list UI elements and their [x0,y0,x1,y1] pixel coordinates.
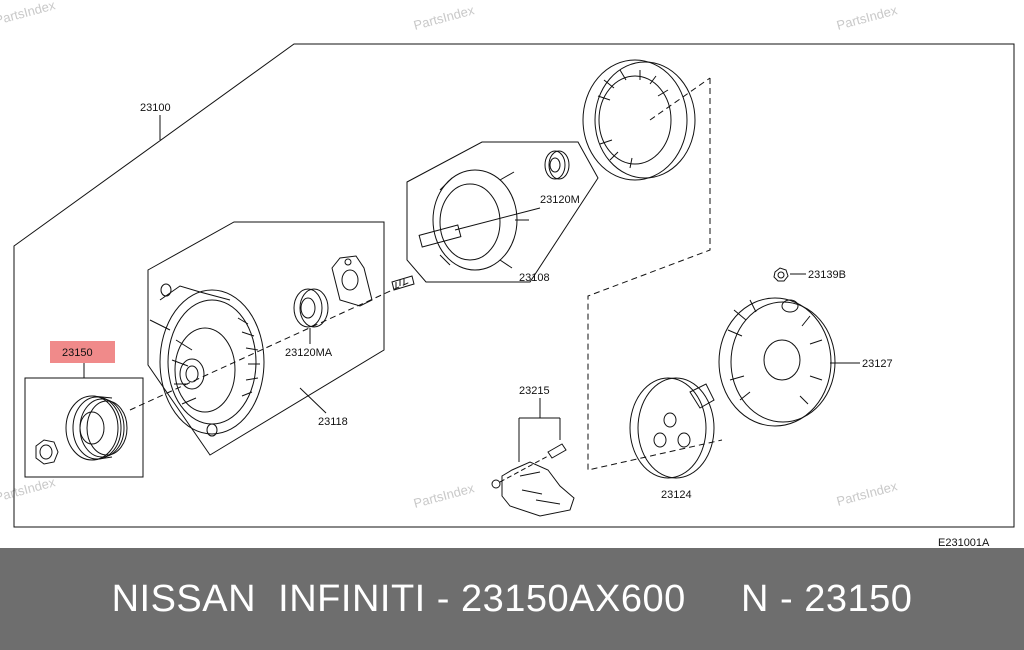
axis-line [499,455,549,483]
rotor [418,169,541,271]
label-23124: 23124 [661,489,692,501]
label-23150: 23150 [62,347,93,359]
cover-nut [773,267,789,282]
rectifier [629,377,715,479]
label-23100: 23100 [140,102,171,114]
watermark: PartsIndex [412,480,476,511]
watermark: PartsIndex [835,2,899,33]
part-info-footer: NISSAN INFINITI - 23150AX600 N - 23150 [0,548,1024,650]
front-bearing [293,288,329,328]
retainer-screw [391,275,415,291]
watermark: PartsIndex [0,474,57,505]
label-23215: 23215 [519,385,550,397]
label-23139B: 23139B [808,269,846,281]
rotor-box [406,141,599,283]
label-23118: 23118 [318,416,348,428]
stator [582,59,696,181]
axis-line [129,281,411,411]
diagram-code: E231001A [938,537,990,548]
label-23108: 23108 [519,272,550,284]
label-23127: 23127 [862,358,893,370]
parts-diagram: PartsIndex PartsIndex PartsIndex PartsIn… [0,0,1015,548]
leader-23118 [299,387,327,414]
part-number-caption: NISSAN INFINITI - 23150AX600 N - 23150 [111,577,913,620]
rear-cover [718,297,836,427]
axis-line [649,77,711,121]
exploded-view-drawing: PartsIndex PartsIndex PartsIndex PartsIn… [0,0,1015,548]
retainer-plate [331,255,373,307]
brush-leader [518,398,561,462]
assembly-outline [13,43,1015,528]
watermark: PartsIndex [0,0,57,28]
front-housing-box [147,221,385,456]
pulley-box [24,377,144,478]
rear-bearing [544,150,570,180]
label-23120M: 23120M [540,194,580,206]
front-housing [149,283,265,437]
pulley-nut [35,439,59,465]
pulley [65,395,128,461]
brush-holder [491,461,575,517]
brush-screw [547,443,567,459]
watermark: PartsIndex [412,2,476,33]
label-23120MA: 23120MA [285,347,333,359]
rear-parts-dashed-box [587,78,723,471]
watermark: PartsIndex [835,478,899,509]
part-highlight [50,341,115,363]
